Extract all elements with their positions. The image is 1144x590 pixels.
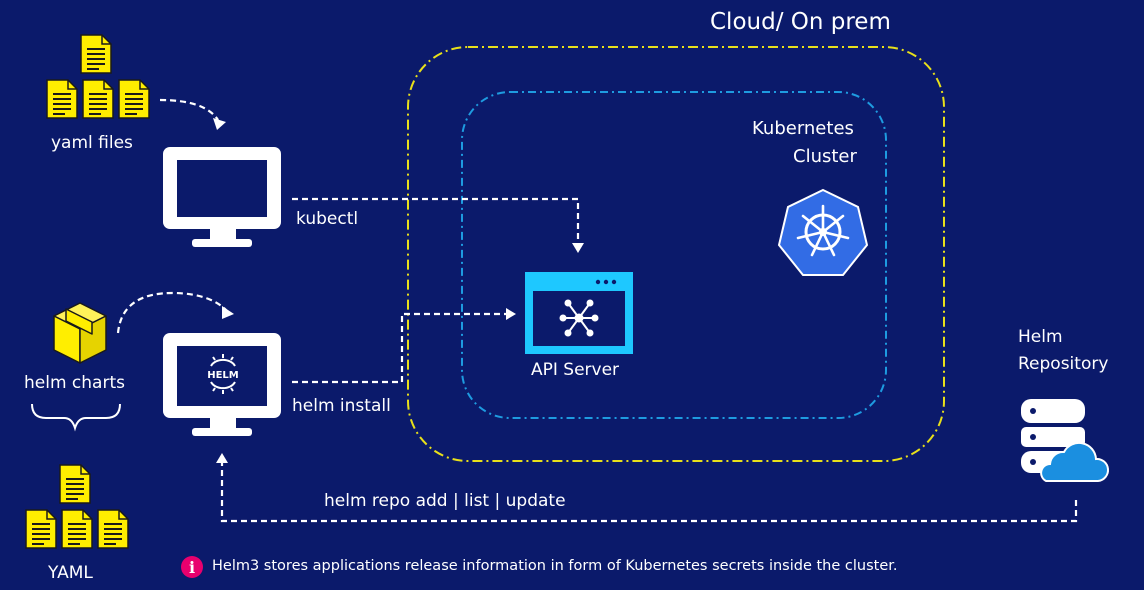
cloud-label: Cloud/ On prem (710, 9, 891, 35)
yaml-to-monitor-arrow (159, 98, 219, 121)
monitor-icon (163, 147, 281, 247)
repo-commands-arrow (220, 462, 1078, 523)
arrowhead (572, 243, 584, 253)
repo-commands-label: helm repo add | list | update (324, 491, 566, 511)
repo-label-line1: Helm (1018, 327, 1063, 347)
cluster-boundary (461, 91, 887, 419)
footnote: Helm3 stores applications release inform… (212, 558, 898, 574)
info-icon (181, 556, 203, 578)
kubernetes-icon (777, 188, 869, 276)
monitor-icon (163, 333, 281, 436)
helm-install-arrow (292, 312, 508, 384)
cluster-label-line2: Cluster (793, 146, 857, 167)
arrowhead (216, 453, 228, 463)
helm-install-label: helm install (292, 396, 391, 416)
arrowhead (213, 118, 226, 130)
cloud-boundary (407, 46, 945, 462)
kubectl-arrow (292, 197, 580, 244)
arrowhead (506, 308, 516, 320)
helm-charts-label: helm charts (24, 373, 125, 393)
file-stack-icon (25, 464, 129, 549)
yaml-files-label: yaml files (51, 133, 133, 153)
yaml-label: YAML (48, 563, 93, 583)
info-icon-glyph: i (189, 558, 195, 577)
repo-label-line2: Repository (1018, 354, 1109, 374)
file-stack-icon (46, 34, 150, 119)
brace (31, 403, 121, 432)
package-box-icon (53, 302, 107, 364)
database-cloud-icon (1021, 399, 1110, 482)
chart-to-monitor-arrow (116, 291, 227, 334)
helm-logo-text: HELM (207, 370, 239, 381)
cluster-label-line1: Kubernetes (752, 118, 854, 139)
kubectl-label: kubectl (296, 209, 359, 229)
api-window-icon (525, 272, 633, 354)
helm-logo-icon (210, 354, 236, 394)
arrowhead (222, 306, 234, 319)
api-server-label: API Server (531, 360, 620, 380)
